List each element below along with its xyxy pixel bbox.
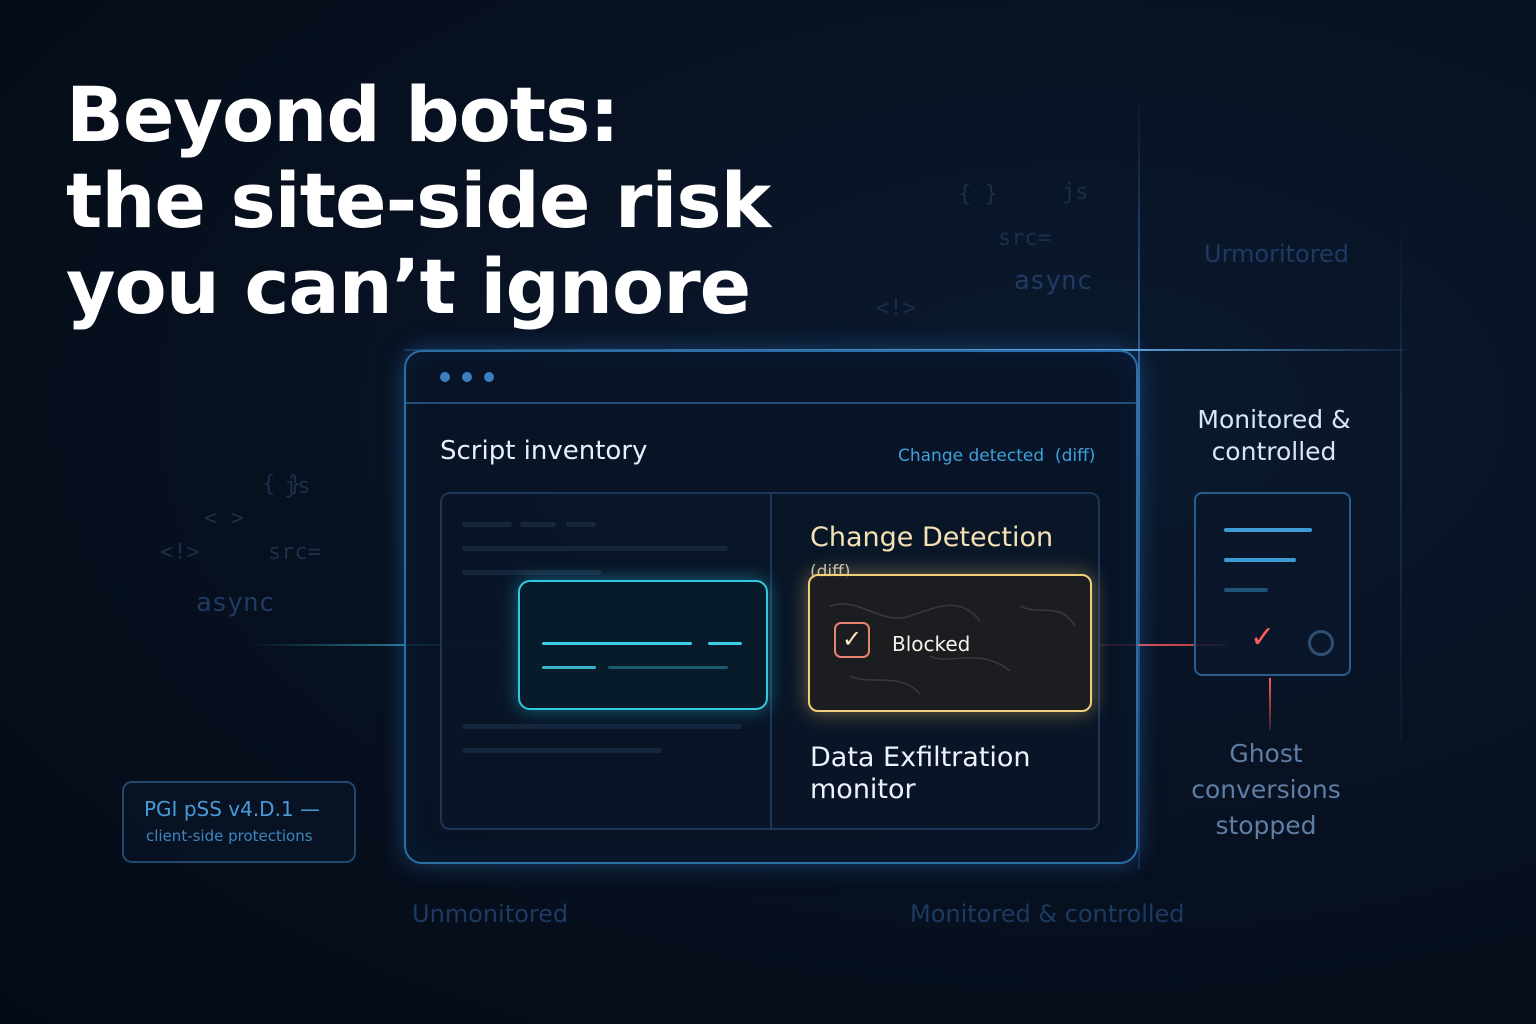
script-inventory-window: Script inventory Change detected (diff) … [404, 350, 1138, 864]
red-connector-line [1096, 644, 1226, 646]
bg-code-async: async [1014, 266, 1093, 296]
doc-line [1224, 528, 1312, 532]
pci-badge: PGI pSS v4.D.1 — client-side protections [122, 781, 356, 863]
script-line [542, 642, 692, 645]
skeleton-line [462, 724, 742, 729]
bg-code-left-angle: < > [204, 506, 244, 531]
headline-line-1: Beyond bots: [66, 70, 620, 159]
script-line [608, 666, 728, 669]
red-vertical-connector [1269, 678, 1271, 730]
bg-code-left-js: js [284, 474, 311, 499]
window-dot-icon [484, 372, 494, 382]
script-line [542, 666, 596, 669]
headline-line-3: you can’t ignore [66, 242, 751, 331]
selected-script-card[interactable] [518, 580, 768, 710]
right-title-line-2: controlled [1211, 437, 1337, 466]
bg-code-js: js [1062, 180, 1089, 205]
bg-code-src: src= [998, 226, 1051, 251]
change-detected-link[interactable]: Change detected (diff) [898, 446, 1096, 466]
checkbox-check-icon[interactable]: ✓ [834, 622, 870, 658]
skeleton-line [462, 546, 728, 551]
change-detection-title: Change Detection (diff) [810, 522, 1098, 584]
circle-icon [1308, 630, 1334, 656]
window-dot-icon [462, 372, 472, 382]
monitored-controlled-bottom-label: Monitored & controlled [910, 900, 1185, 928]
bg-code-left-src: src= [268, 540, 321, 565]
glow-vertical-line [1138, 90, 1140, 870]
world-map-texture [829, 603, 1076, 695]
unmonitored-bottom-label: Unmonitored [412, 900, 569, 928]
script-line [708, 642, 742, 645]
right-title-line-1: Monitored & [1197, 405, 1351, 434]
blocked-card[interactable]: ✓ Blocked [808, 574, 1092, 712]
cyan-connector-line [250, 644, 518, 646]
skeleton-line [566, 522, 596, 527]
script-inventory-title: Script inventory [440, 436, 648, 466]
ghost-conversions-label: Ghost conversions stopped [1174, 736, 1358, 844]
ghost-line-3: stopped [1215, 811, 1317, 840]
bg-code-left-tag: <!> [160, 540, 200, 565]
exfil-line-2: monitor [810, 774, 916, 805]
bg-code-tag: <!> [876, 296, 916, 321]
doc-line [1224, 558, 1296, 562]
blocked-label: Blocked [892, 632, 971, 656]
skeleton-line [462, 570, 602, 575]
data-exfiltration-title: Data Exfiltration monitor [810, 742, 1031, 806]
glow-vertical-line-right [1400, 220, 1402, 740]
unmonitored-top-label: Urmoritored [1204, 240, 1350, 268]
bg-code-left-async: async [196, 588, 275, 618]
ghost-line-1: Ghost [1229, 739, 1303, 768]
window-titlebar [406, 352, 1136, 404]
doc-line [1224, 588, 1268, 592]
skeleton-line [462, 748, 662, 753]
change-detection-label: Change Detection [810, 522, 1054, 553]
headline: Beyond bots: the site-side risk you can’… [66, 70, 771, 331]
monitored-document-card: ✓ [1194, 492, 1351, 676]
inventory-panel: Change Detection (diff) ✓ Blocked Data E… [440, 492, 1100, 830]
red-check-icon: ✓ [1250, 620, 1276, 655]
window-dot-icon [440, 372, 450, 382]
ghost-line-2: conversions [1191, 775, 1341, 804]
badge-title: PGI pSS v4.D.1 — [144, 797, 321, 821]
monitored-controlled-title: Monitored & controlled [1176, 404, 1372, 468]
skeleton-line [462, 522, 512, 527]
skeleton-line [520, 522, 556, 527]
badge-subtitle: client-side protections [146, 827, 313, 845]
exfil-line-1: Data Exfiltration [810, 742, 1031, 773]
panel-divider [770, 494, 772, 828]
headline-line-2: the site-side risk [66, 156, 771, 245]
bg-code-left-braces: { } [262, 472, 302, 497]
bg-code-braces: { } [958, 182, 998, 207]
